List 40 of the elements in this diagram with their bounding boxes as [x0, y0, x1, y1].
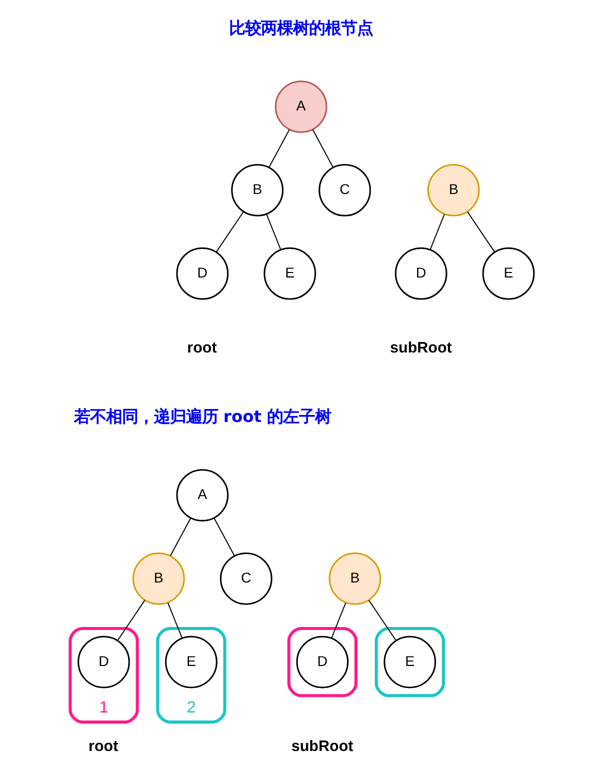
connector: [430, 214, 445, 250]
label: root: [88, 738, 118, 756]
node-circle: C: [220, 552, 272, 605]
label: 比较两棵树的根节点: [228, 18, 373, 38]
node-circle: E: [264, 247, 316, 300]
node-circle: E: [384, 636, 436, 688]
node-circle: B: [427, 164, 480, 216]
node-circle: D: [176, 247, 229, 300]
connector: [167, 602, 183, 638]
node-circle: C: [318, 164, 371, 216]
connector: [117, 600, 146, 641]
label: subRoot: [390, 339, 452, 356]
connector: [214, 518, 235, 556]
node-circle: B: [231, 164, 284, 216]
connector: [368, 600, 396, 641]
node-label: 2: [186, 698, 196, 717]
connector: [312, 129, 334, 168]
node-circle: D: [394, 247, 448, 300]
label: 若不相同，递归遍历 root 的左子树: [74, 406, 332, 426]
label: subRoot: [291, 738, 354, 756]
node-circle: B: [328, 552, 382, 605]
node-circle: E: [165, 636, 218, 688]
node-circle: A: [274, 80, 328, 133]
cluster: [374, 626, 445, 698]
node-circle: A: [176, 469, 229, 522]
node-label: 1: [99, 698, 108, 717]
connector: [467, 211, 496, 252]
cluster: [287, 626, 358, 698]
connector: [216, 211, 244, 252]
node-circle: B: [132, 552, 185, 605]
node-circle: D: [78, 636, 130, 688]
cluster: [156, 626, 226, 724]
cluster: [68, 626, 139, 724]
node-circle: E: [482, 247, 535, 300]
connector: [268, 129, 290, 168]
connector: [331, 602, 346, 638]
connector: [266, 214, 282, 250]
label: root: [187, 339, 217, 356]
node-circle: D: [296, 636, 349, 688]
connector: [170, 518, 192, 556]
